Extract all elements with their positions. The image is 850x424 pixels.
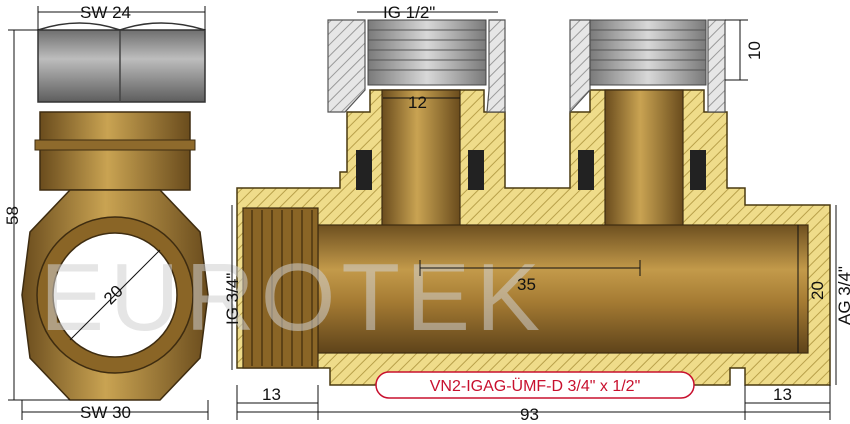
section-view (236, 19, 831, 386)
dim-bore-right: 20 (808, 281, 827, 300)
dim-height-left: 58 (3, 206, 22, 225)
inlet-thread (242, 207, 319, 369)
nut-top-curve (37, 22, 206, 31)
body-upper (39, 111, 191, 191)
dimension-lines (8, 6, 837, 420)
dim-sw-top: SW 24 (80, 3, 131, 22)
union-right-b (707, 19, 726, 113)
union-left-b (486, 19, 506, 113)
seal-3 (578, 150, 594, 190)
dim-ig-top: IG 1/2" (383, 3, 435, 22)
product-code: VN2-IGAG-ÜMF-D 3/4" x 1/2" (430, 377, 641, 395)
seal-2 (468, 150, 484, 190)
outlet-left (381, 89, 461, 231)
dim-len-total: 93 (520, 405, 539, 424)
product-label-frame (375, 371, 695, 399)
union-left-a (327, 19, 366, 113)
watermark: EUROTEK (40, 244, 546, 351)
dim-ag-side: AG 3/4" (835, 266, 850, 325)
outlet-right (604, 89, 684, 231)
thread-top-right (589, 19, 707, 86)
union-right-a (569, 19, 591, 114)
dim-thread-len: 10 (745, 41, 764, 60)
main-bore (317, 224, 809, 354)
nut-body (37, 29, 206, 103)
dim-len-left: 13 (262, 385, 281, 404)
seal-1 (356, 150, 372, 190)
dim-outlet-bore: 12 (408, 93, 427, 112)
seal-4 (690, 150, 706, 190)
dim-ig-side: IG 3/4" (223, 273, 242, 325)
dim-len-right: 13 (773, 385, 792, 404)
dim-spacing: 35 (517, 275, 536, 294)
thread-top-left (367, 19, 487, 86)
body-ring (34, 139, 196, 151)
dim-sw-bottom: SW 30 (80, 403, 131, 422)
